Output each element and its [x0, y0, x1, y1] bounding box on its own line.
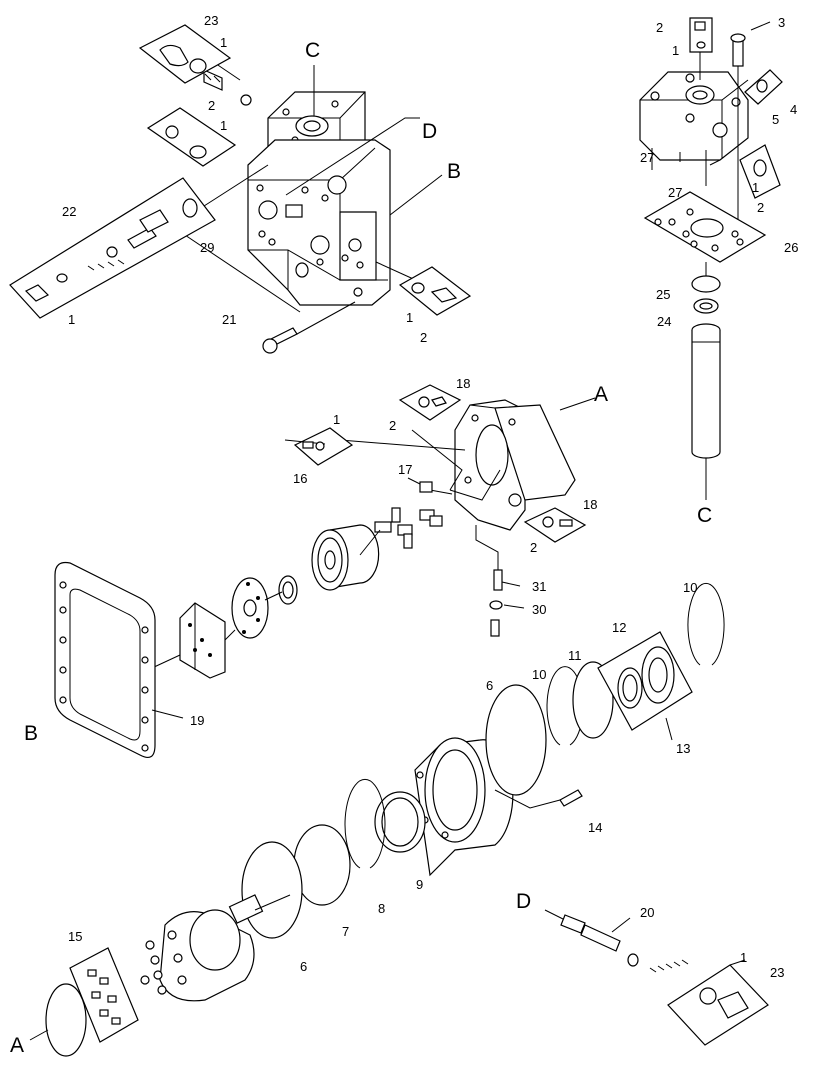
- callout-24: 24: [657, 314, 671, 329]
- callout-1: 1: [752, 180, 759, 195]
- callout-1: 1: [740, 950, 747, 965]
- port-plate: [231, 577, 283, 639]
- cylinder-barrel: [311, 524, 381, 591]
- inset-kit-2-1-upper: [146, 107, 237, 167]
- inset-kit-18-upper: [398, 384, 462, 421]
- inset-kit-15: [69, 947, 139, 1043]
- callout-7: 7: [342, 924, 349, 939]
- callout-12: 12: [612, 620, 626, 635]
- rotating-group: [140, 894, 291, 1002]
- inset-kit-18-lower: [523, 507, 587, 543]
- part-20-assembly: [544, 909, 689, 973]
- callout-2: 2: [530, 540, 537, 555]
- callout-labels: 23 1 C 2 1 D B 22 29 1 21 1 2 2 1 3 4 5 …: [10, 13, 798, 1057]
- ring-a: [45, 983, 87, 1057]
- callout-22: 22: [62, 204, 76, 219]
- callout-23-top: 23: [204, 13, 218, 28]
- callout-D-top: D: [422, 120, 437, 143]
- part-17: [407, 477, 433, 493]
- callout-6: 6: [486, 678, 493, 693]
- cover-assembly: [639, 21, 771, 500]
- callout-27: 27: [668, 185, 682, 200]
- callout-2: 2: [656, 20, 663, 35]
- inset-kit-23: [138, 24, 232, 84]
- callout-C-bottom: C: [697, 504, 712, 527]
- callout-A-bottom: A: [10, 1034, 24, 1057]
- callout-10: 10: [683, 580, 697, 595]
- callout-2: 2: [389, 418, 396, 433]
- shaft-housing: [414, 737, 583, 877]
- callout-25: 25: [656, 287, 670, 302]
- inset-kit-13: [597, 631, 693, 741]
- callout-1: 1: [672, 43, 679, 58]
- callout-1: 1: [68, 312, 75, 327]
- callout-14: 14: [588, 820, 602, 835]
- callout-19: 19: [190, 713, 204, 728]
- callout-31: 31: [532, 579, 546, 594]
- callout-17: 17: [398, 462, 412, 477]
- cross-joint: [374, 507, 443, 549]
- callout-B-bottom: B: [24, 722, 38, 745]
- inset-kit-top-right: [689, 17, 783, 199]
- callout-18: 18: [583, 497, 597, 512]
- inset-kit-23-lower: [667, 959, 769, 1046]
- inset-kit-1-2-right: [398, 266, 472, 316]
- callout-20: 20: [640, 905, 654, 920]
- callout-13: 13: [676, 741, 690, 756]
- callout-21: 21: [222, 312, 236, 327]
- callout-8: 8: [378, 901, 385, 916]
- callout-2: 2: [208, 98, 215, 113]
- callout-1: 1: [333, 412, 340, 427]
- callout-15: 15: [68, 929, 82, 944]
- parts-30-31: [489, 569, 525, 637]
- callout-3: 3: [778, 15, 785, 30]
- valve-block-assembly: [169, 54, 443, 354]
- callout-18: 18: [456, 376, 470, 391]
- seal-rings: [241, 582, 725, 939]
- callout-A-top: A: [594, 383, 608, 406]
- callout-10: 10: [532, 667, 546, 682]
- callout-B-top: B: [447, 160, 461, 183]
- callout-C-top: C: [305, 39, 320, 62]
- inset-kit-16: [284, 427, 354, 466]
- callout-1: 1: [220, 35, 227, 50]
- inset-kit-22: [9, 177, 216, 319]
- callout-29: 29: [200, 240, 214, 255]
- valve-plate: [151, 602, 236, 679]
- housing-a-assembly: [339, 397, 596, 570]
- callout-11: 11: [568, 648, 582, 663]
- callout-6: 6: [300, 959, 307, 974]
- callout-2: 2: [757, 200, 764, 215]
- callout-1: 1: [406, 310, 413, 325]
- callout-16: 16: [293, 471, 307, 486]
- callout-23-bottom: 23: [770, 965, 784, 980]
- callout-9: 9: [416, 877, 423, 892]
- callout-26: 26: [784, 240, 798, 255]
- callout-5: 5: [772, 112, 779, 127]
- bearing: [278, 575, 298, 605]
- callout-4: 4: [790, 102, 797, 117]
- callout-27: 27: [640, 150, 654, 165]
- callout-1: 1: [220, 118, 227, 133]
- gasket-19: [54, 561, 184, 758]
- callout-2: 2: [420, 330, 427, 345]
- callout-D-bottom: D: [516, 890, 531, 913]
- callout-30: 30: [532, 602, 546, 617]
